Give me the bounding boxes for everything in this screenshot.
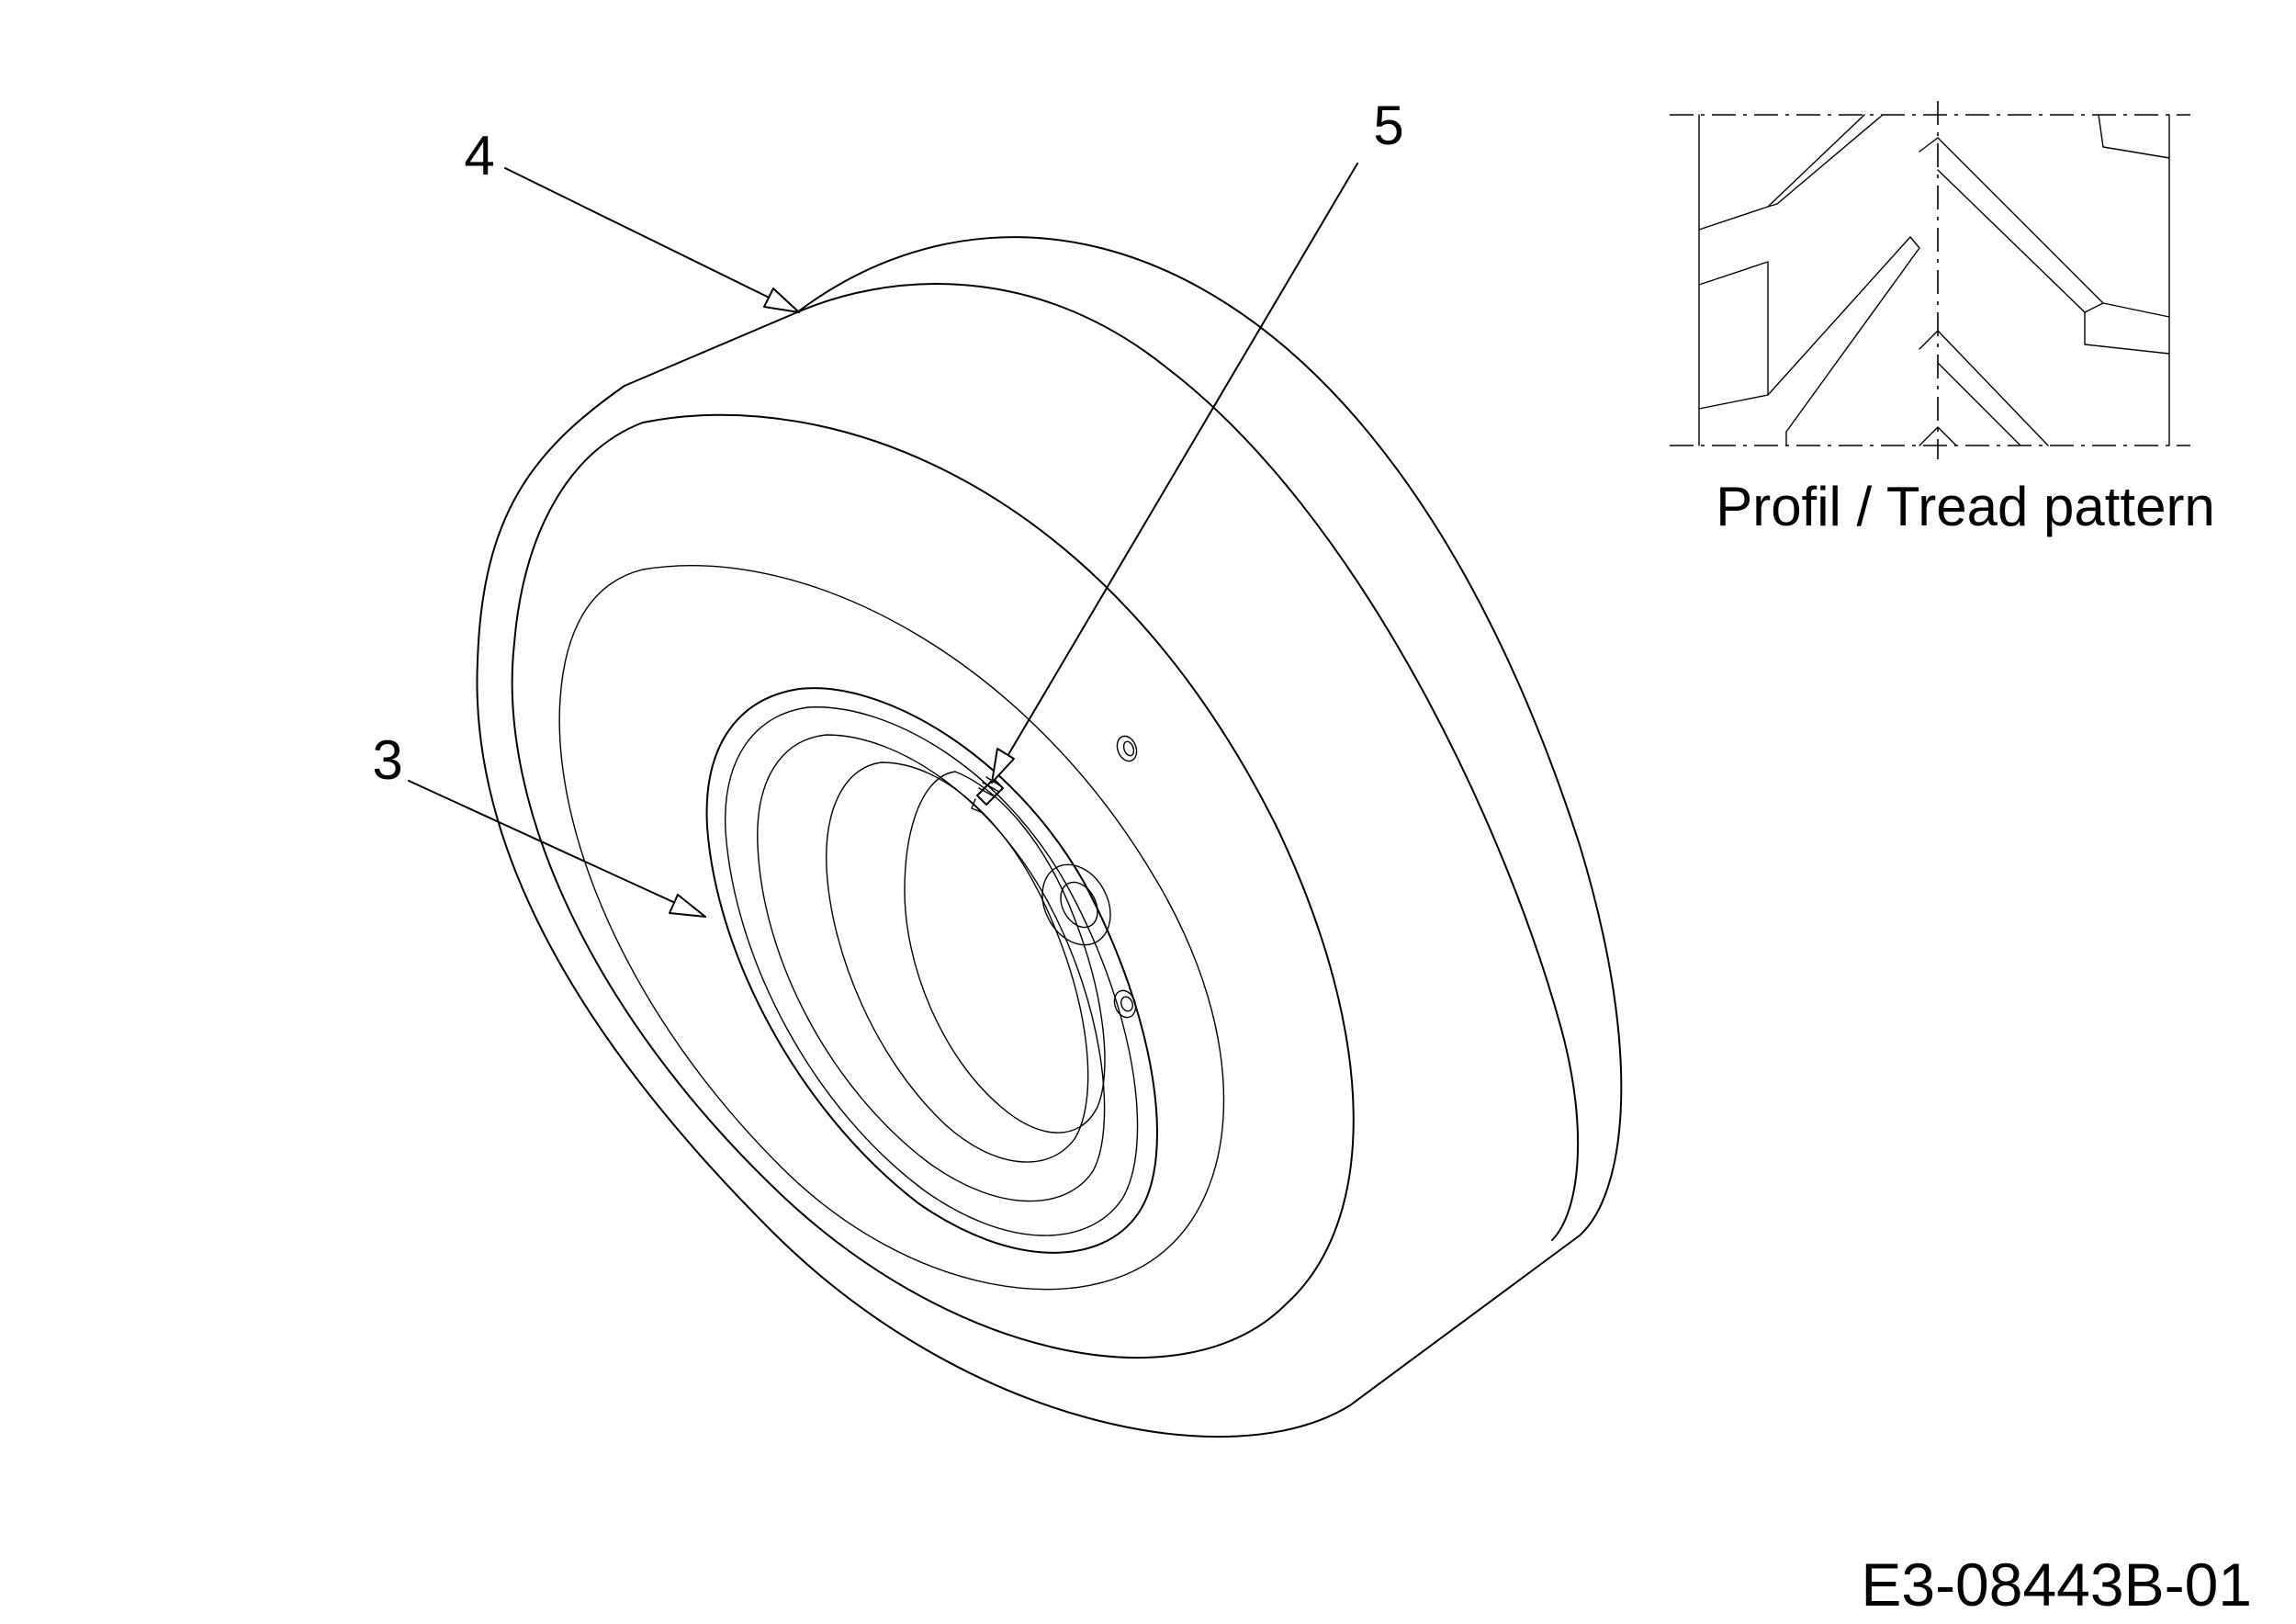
leader-line-valve [991, 163, 1358, 784]
rim-bolt-hole-lower-inner [1120, 996, 1133, 1012]
callout-tire-number: 4 [464, 125, 494, 186]
rim-inner-flange [725, 706, 1139, 1236]
tire-outer-contour [476, 236, 1623, 1438]
leader-line-tire [504, 167, 800, 313]
rim-bolt-hole-upper [1116, 735, 1138, 762]
drawing-id: E3-08443B-01 [1861, 1551, 2252, 1618]
hub-boss [1041, 863, 1111, 946]
rim-outer-flange [705, 687, 1158, 1254]
callout-valve-number: 5 [1373, 95, 1403, 156]
rim-bolt-hole-lower [1113, 989, 1137, 1019]
hub-bore [1060, 881, 1098, 929]
rim-step [826, 761, 1089, 1163]
leader-line-rim [408, 780, 706, 918]
tread-pattern-caption: Profil / Tread pattern [1716, 476, 2215, 537]
tire-bead-ring [558, 565, 1225, 1291]
callout-rim-number: 3 [372, 729, 402, 791]
tire-tread-back-edge [796, 283, 1580, 1241]
valve-stem [971, 776, 1004, 813]
tire-sidewall-outer [511, 413, 1355, 1359]
wheel-assembly [476, 236, 1623, 1438]
rim-hub-disc [904, 771, 1106, 1133]
rim-well [757, 734, 1106, 1202]
rim-bolt-hole-upper-inner [1122, 740, 1135, 757]
tread-pattern-inset [1670, 101, 2190, 459]
